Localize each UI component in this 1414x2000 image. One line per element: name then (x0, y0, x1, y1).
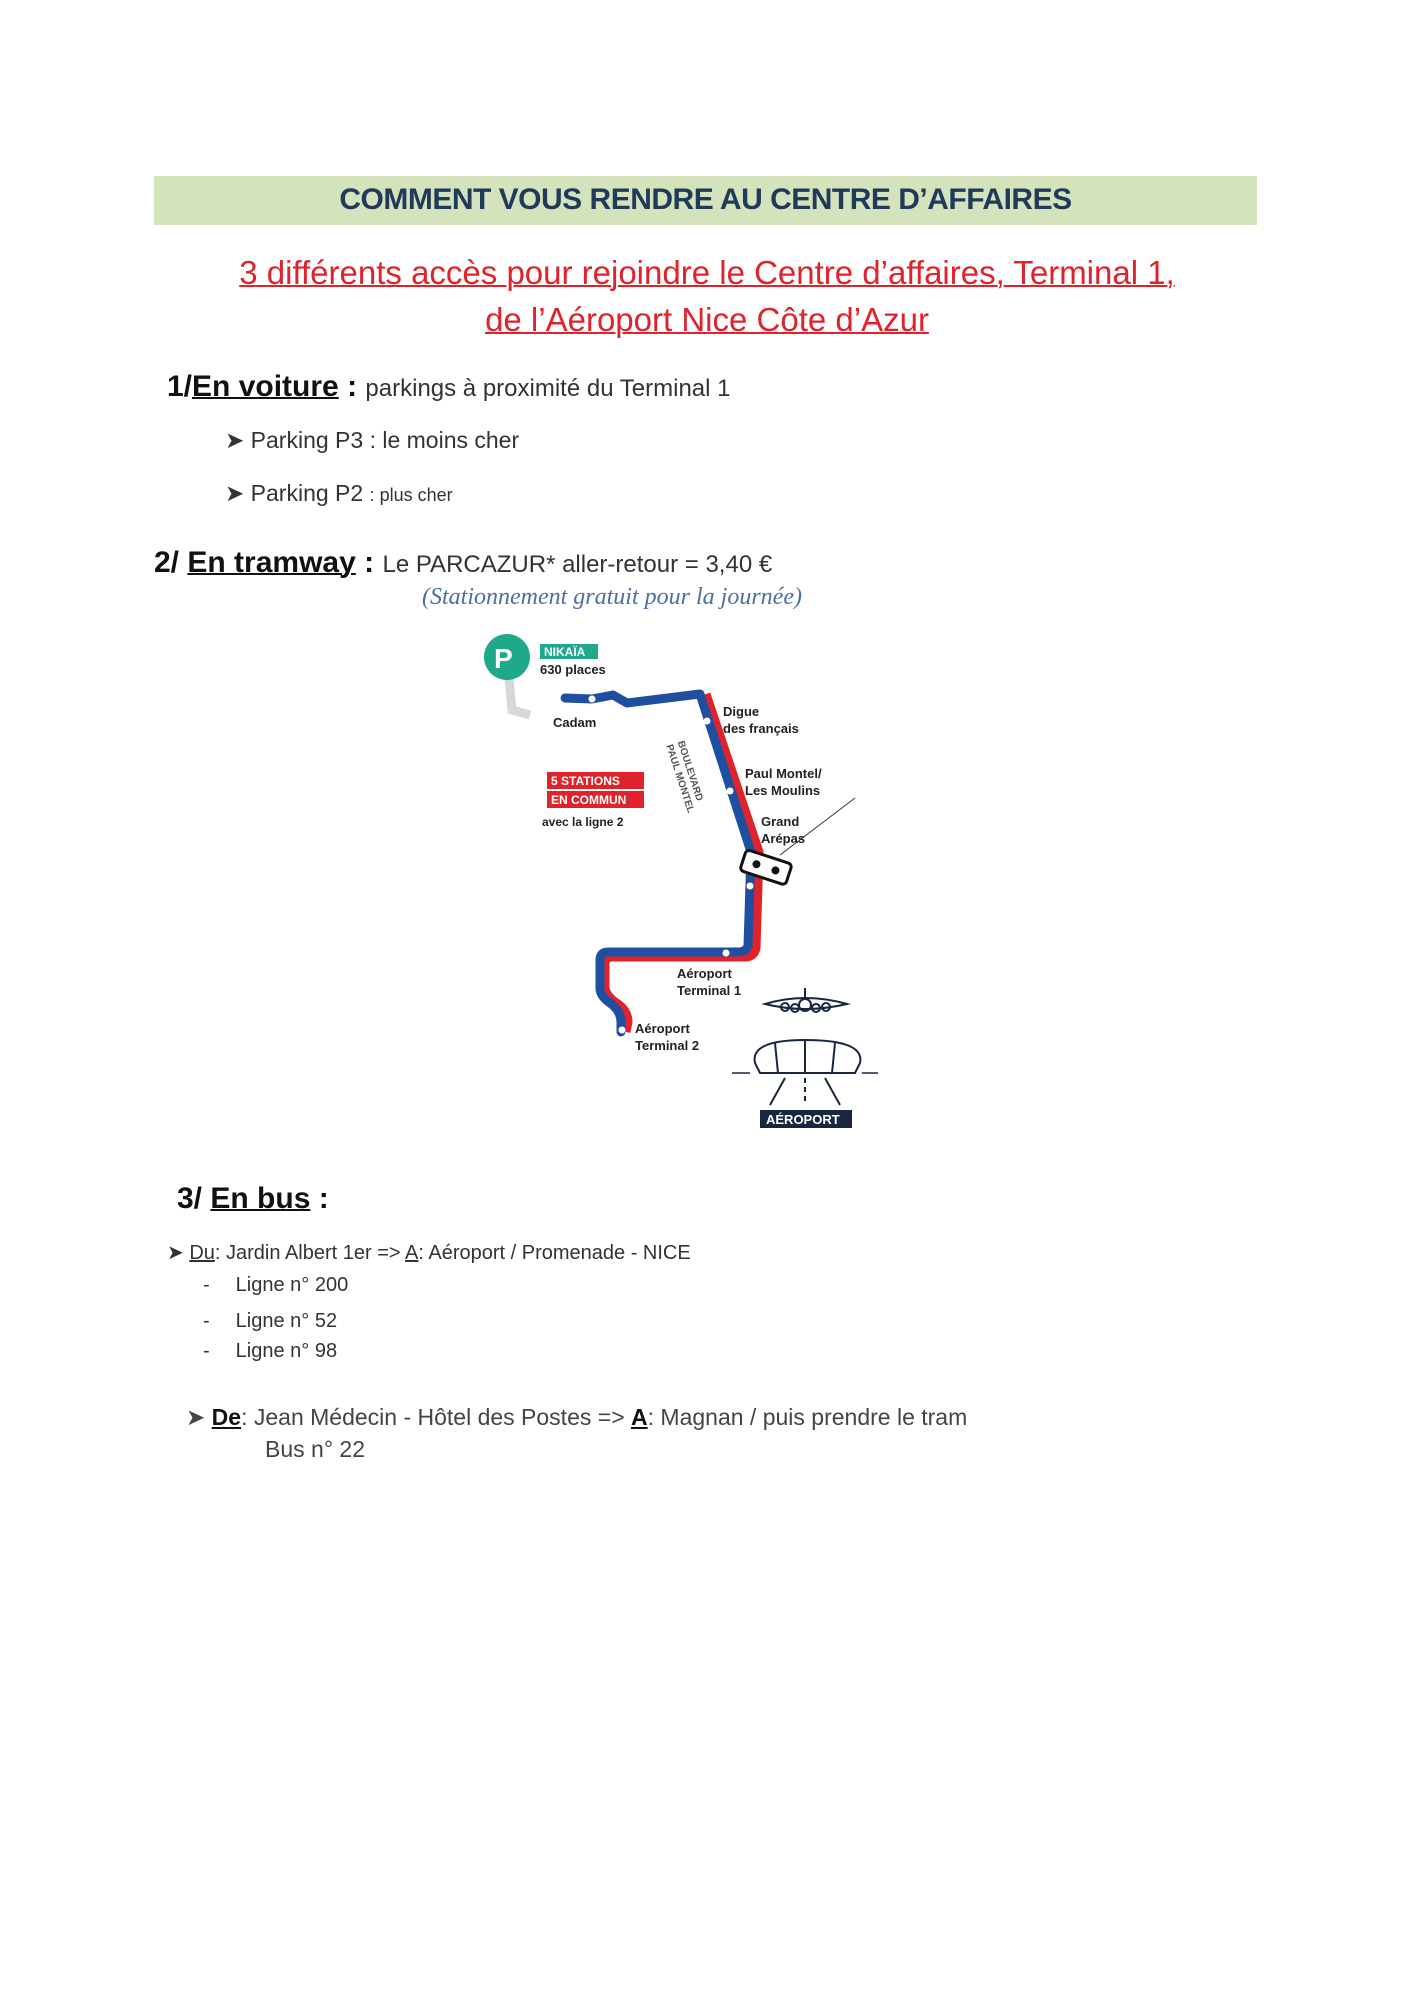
section-title: En voiture (192, 370, 339, 403)
bullet-label: Parking P2 (250, 480, 364, 506)
station-label: Aéroport (677, 966, 733, 981)
station-dot (746, 882, 754, 890)
tram-map: P NIKAÏA 630 places Cadam Digue des fran… (484, 634, 878, 1128)
station-label: Grand (761, 814, 799, 829)
subtitle-line-2: de l’Aéroport Nice Côte d’Azur (0, 301, 1414, 339)
section-number: 2/ (154, 546, 180, 579)
station-dot (726, 787, 734, 795)
common-stations-bg (547, 772, 644, 789)
to-stop: : Aéroport / Promenade - NICE (418, 1242, 691, 1264)
station-label: Paul Montel/ (745, 766, 822, 781)
airport-label-bg (760, 1110, 852, 1128)
airport-terminal-icon (732, 1038, 878, 1106)
from-label: Du (189, 1242, 215, 1264)
to-label: A (631, 1404, 648, 1430)
parking-note: (Stationnement gratuit pour la journée) (422, 584, 802, 610)
parking-name-bg (540, 644, 598, 659)
colon: : (364, 546, 375, 579)
airport-label: AÉROPORT (766, 1112, 840, 1127)
arrow-bullet-icon: ➤ (186, 1404, 206, 1430)
bus-route-2: ➤ De: Jean Médecin - Hôtel des Postes =>… (186, 1404, 967, 1431)
tram-line-blue (560, 689, 756, 1037)
bus-line-label: Ligne n° 98 (235, 1340, 338, 1362)
parking-badge: P (494, 643, 513, 674)
station-label: Les Moulins (745, 783, 820, 798)
bus-line-label: Ligne n° 52 (235, 1310, 338, 1332)
common-stations-label: 5 STATIONS (551, 774, 620, 788)
page-title: COMMENT VOUS RENDRE AU CENTRE D’AFFAIRES (339, 183, 1072, 216)
station-dot (722, 949, 730, 957)
from-stop: : Jardin Albert 1er => (214, 1242, 401, 1264)
station-dot (618, 1026, 626, 1034)
section-number: 3/ (177, 1182, 203, 1215)
bullet-parking-p2: ➤ Parking P2 : plus cher (225, 480, 453, 507)
station-label: Terminal 1 (677, 983, 741, 998)
bullet-parking-p3: ➤ Parking P3 : le moins cher (225, 427, 519, 454)
station-label: Arépas (761, 831, 805, 846)
subtitle-text: 3 différents accès pour rejoindre le Cen… (239, 254, 1175, 291)
station-dots (588, 695, 754, 1034)
section-car-heading: 1/En voiture : parkings à proximité du T… (167, 370, 730, 404)
bullet-label: Parking P3 : (250, 427, 376, 453)
parking-places: 630 places (540, 662, 606, 677)
bus-number: Bus n° 22 (265, 1436, 365, 1462)
subtitle-line-1: 3 différents accès pour rejoindre le Cen… (0, 254, 1414, 292)
station-dot (703, 717, 711, 725)
subtitle-text: de l’Aéroport Nice Côte d’Azur (485, 301, 929, 338)
bus-line-item: - Ligne n° 98 (203, 1340, 337, 1363)
dash: - (203, 1310, 210, 1332)
colon: : (318, 1182, 329, 1215)
station-label: Digue (723, 704, 759, 719)
parking-p-icon (484, 634, 530, 680)
to-label: A (405, 1242, 419, 1264)
bus-line-label: Ligne n° 200 (235, 1274, 349, 1296)
station-label: Cadam (553, 715, 596, 730)
dash: - (203, 1340, 210, 1362)
from-stop: : Jean Médecin - Hôtel des Postes => (241, 1404, 625, 1430)
airplane-icon (761, 988, 851, 1013)
bus-route-1: ➤ Du: Jardin Albert 1er => A: Aéroport /… (167, 1240, 691, 1265)
station-label: des français (723, 721, 799, 736)
arrow-bullet-icon: ➤ (225, 427, 245, 453)
station-label: Terminal 2 (635, 1038, 699, 1053)
from-label: De (211, 1404, 242, 1430)
section-title: En bus (210, 1182, 311, 1215)
section-text: Le PARCAZUR* aller-retour = 3,40 € (382, 551, 773, 578)
station-label: Aéroport (635, 1021, 691, 1036)
section-text: parkings à proximité du Terminal 1 (365, 375, 731, 402)
pointer-line (779, 797, 856, 856)
to-stop: : Magnan / puis prendre le tram (647, 1404, 968, 1430)
arrow-bullet-icon: ➤ (225, 480, 245, 506)
bullet-detail: le moins cher (382, 427, 520, 453)
tram-line-red (600, 692, 764, 1033)
section-bus-heading: 3/ En bus : (177, 1182, 329, 1216)
bullet-detail: : plus cher (369, 485, 453, 505)
bus-line-item: - Ligne n° 52 (203, 1310, 337, 1333)
common-stations-label: avec la ligne 2 (542, 815, 624, 829)
common-stations-bg (547, 791, 644, 808)
station-dot (588, 695, 596, 703)
header-band (154, 176, 1257, 225)
section-title: En tramway (187, 546, 356, 579)
common-stations-label: EN COMMUN (551, 793, 626, 807)
colon: : (347, 370, 358, 403)
section-number: 1/ (167, 370, 193, 403)
bus-line-item: - Ligne n° 200 (203, 1274, 348, 1297)
bus-interchange-icon (739, 848, 793, 886)
arrow-bullet-icon: ➤ (167, 1242, 184, 1264)
parking-name: NIKAÏA (544, 644, 586, 659)
dash: - (203, 1274, 210, 1296)
section-tram-heading: 2/ En tramway : Le PARCAZUR* aller-retou… (154, 546, 772, 580)
